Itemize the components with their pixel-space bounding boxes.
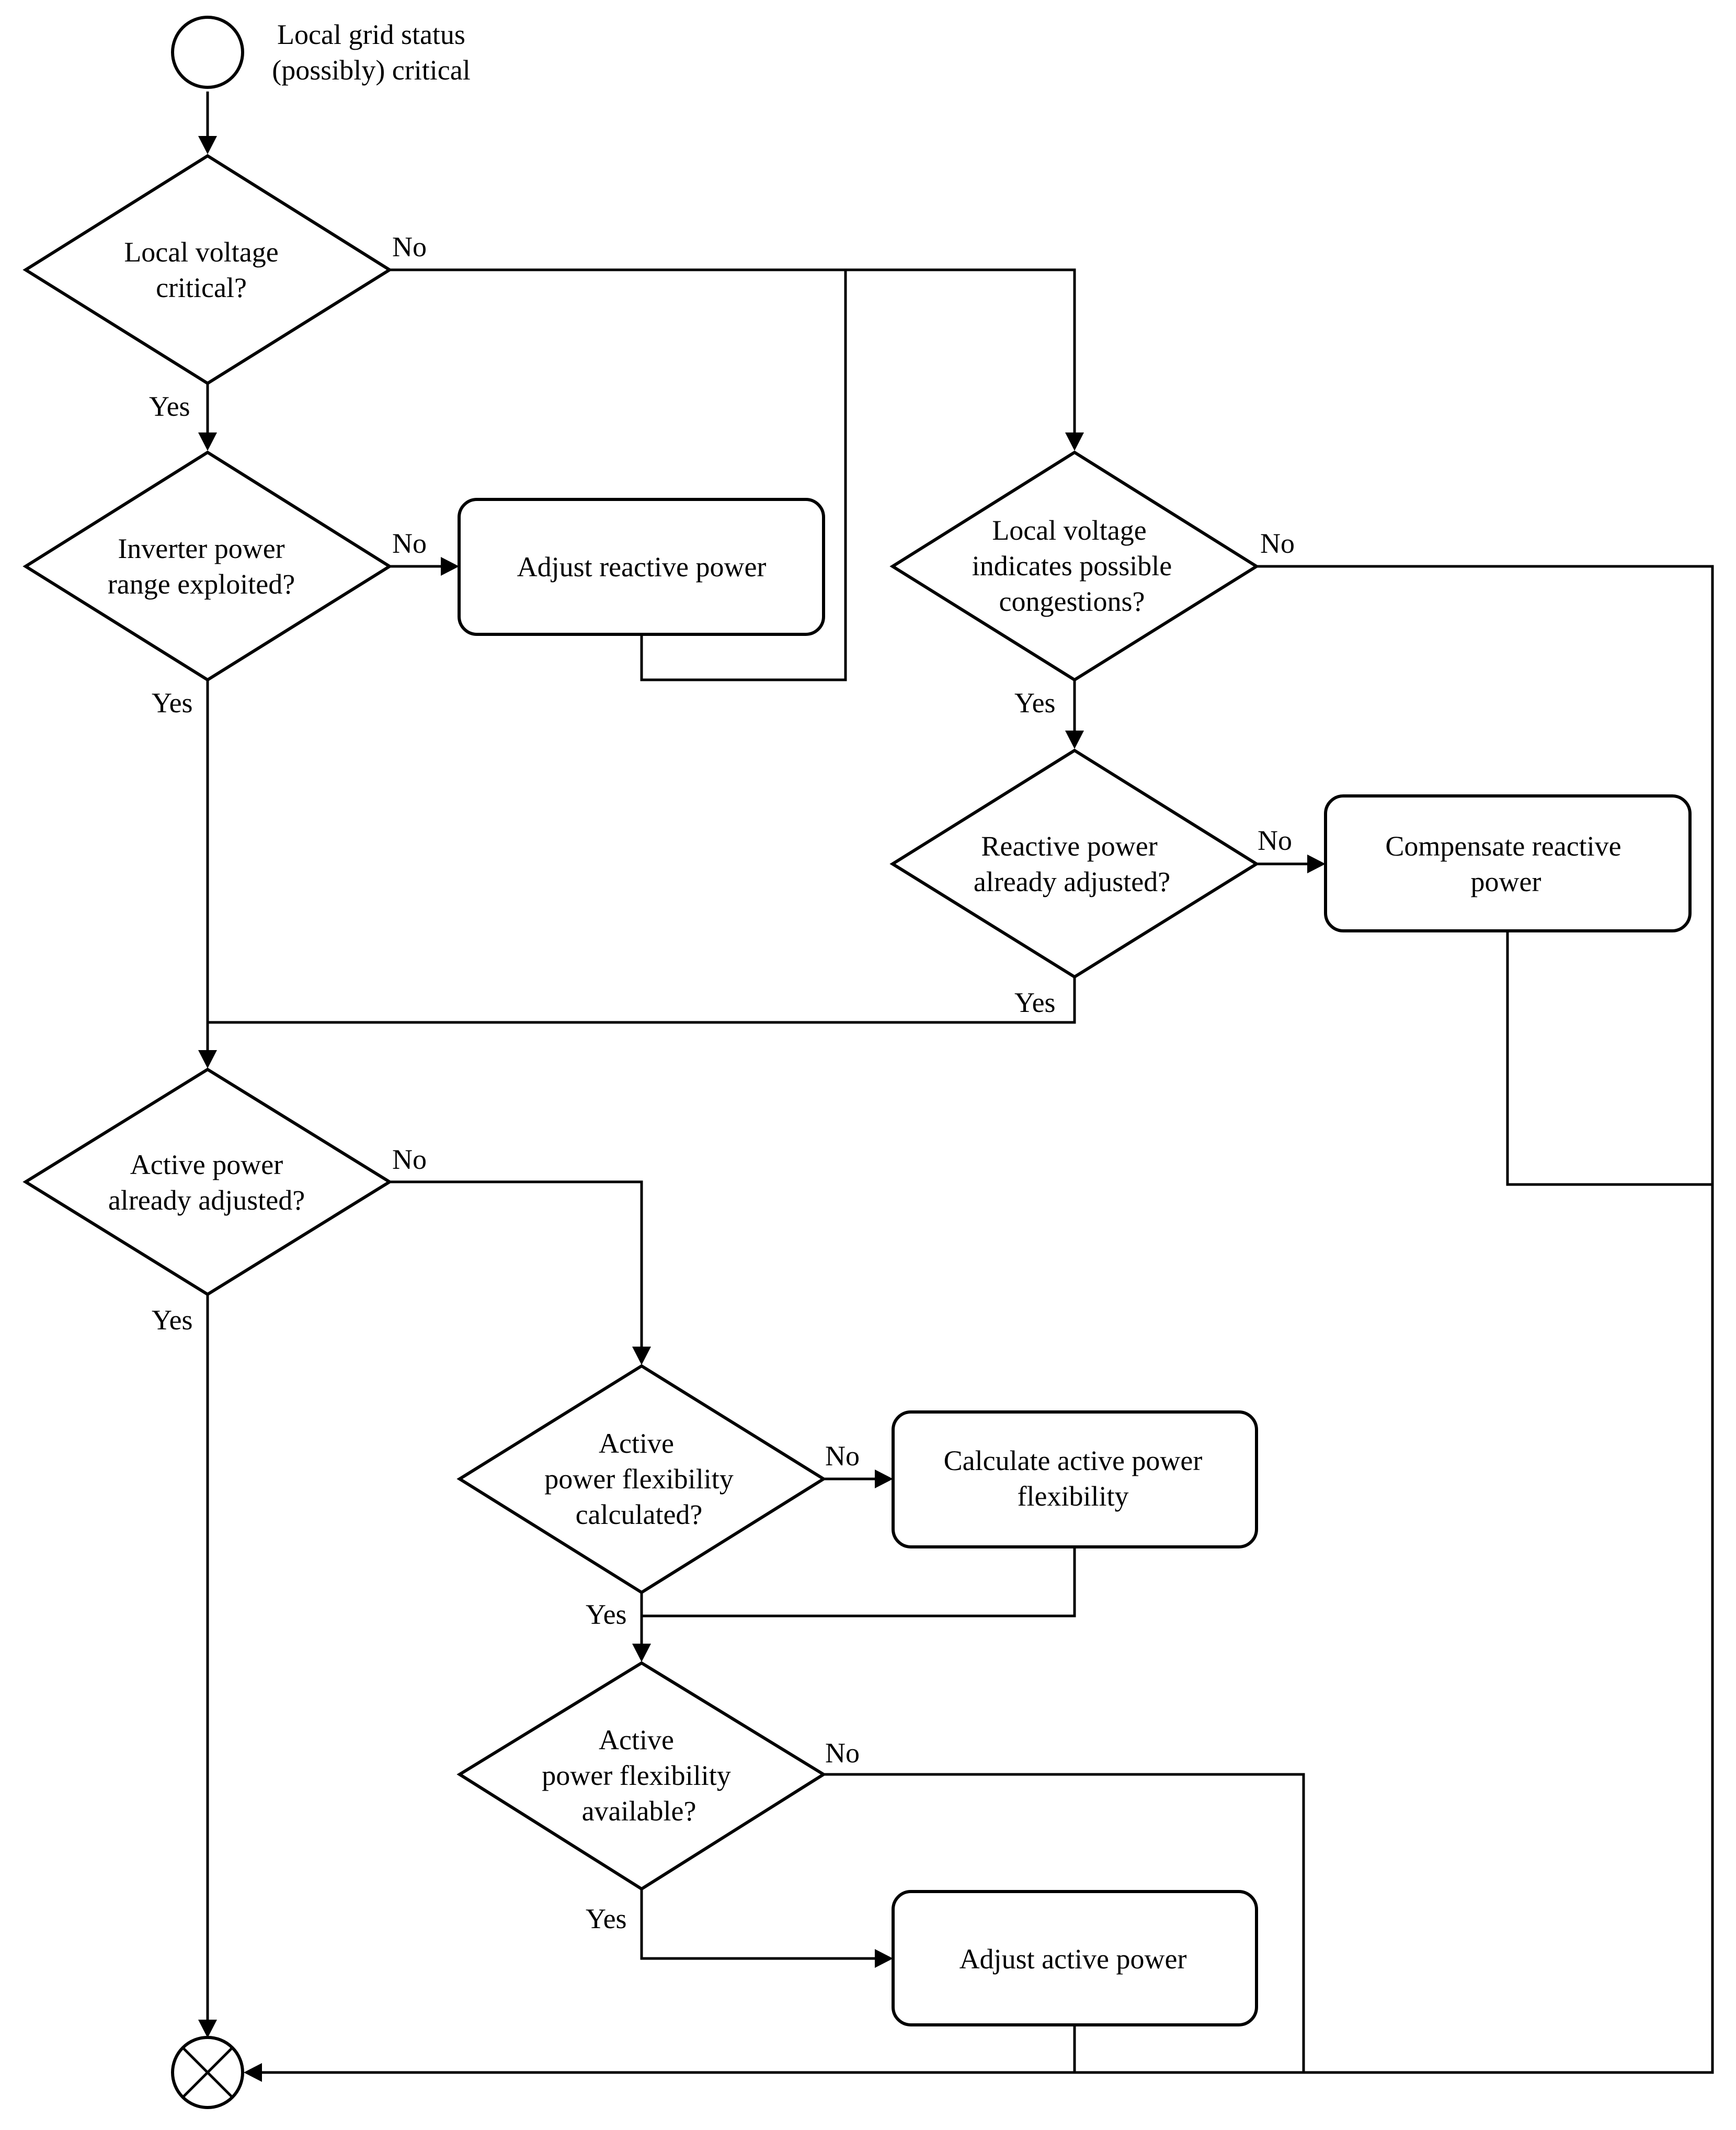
end-node bbox=[171, 2036, 244, 2109]
decision-text: Active bbox=[599, 1724, 674, 1756]
edge-label-d2-no: No bbox=[392, 528, 427, 559]
decision-text: congestions? bbox=[999, 586, 1145, 617]
decision-text: Local voltage bbox=[992, 515, 1146, 546]
arrowhead-into-p1 bbox=[441, 557, 459, 576]
process-text: Calculate active power bbox=[944, 1445, 1203, 1476]
decision-text: power flexibility bbox=[542, 1760, 730, 1791]
edge-d5-no-to-d6 bbox=[390, 1180, 643, 1349]
decision-text: Local voltage bbox=[124, 236, 278, 268]
decision-text: calculated? bbox=[576, 1499, 703, 1530]
start-node: Local grid status (possibly) critical bbox=[171, 16, 471, 89]
arrowhead-into-d1 bbox=[198, 136, 217, 154]
process-text: flexibility bbox=[1018, 1480, 1129, 1512]
process-box bbox=[1324, 794, 1692, 932]
edge-label-d2-yes: Yes bbox=[152, 687, 193, 719]
edge-d1-no-to-d3 bbox=[390, 268, 1076, 436]
decision-text: available? bbox=[582, 1795, 696, 1827]
decision-diamond bbox=[456, 1661, 827, 1891]
arrowhead-into-d6 bbox=[632, 1347, 651, 1365]
decision-diamond bbox=[889, 748, 1260, 979]
decision-diamond bbox=[22, 154, 393, 385]
decision-text: Inverter power bbox=[118, 533, 284, 564]
decision-d3: Local voltage indicates possible congest… bbox=[889, 450, 1260, 682]
edge-d7-no-to-end-line bbox=[824, 1773, 1305, 2072]
edge-label-d5-yes: Yes bbox=[152, 1304, 193, 1336]
decision-text: Reactive power bbox=[981, 830, 1157, 862]
edge-p3-to-join bbox=[642, 1547, 1076, 1618]
edge-label-d6-no: No bbox=[825, 1440, 860, 1472]
arrowhead-into-d4 bbox=[1065, 731, 1084, 749]
decision-d6: Active power flexibility calculated? bbox=[456, 1364, 827, 1594]
process-p4: Adjust active power bbox=[892, 1890, 1258, 2026]
edge-labels: No Yes No Yes No Yes No Yes No Yes No Ye… bbox=[149, 231, 1295, 1934]
decision-text: critical? bbox=[156, 272, 247, 303]
edge-label-d3-no: No bbox=[1260, 528, 1295, 559]
arrowhead-into-p2 bbox=[1307, 855, 1326, 873]
arrowhead-into-p4 bbox=[875, 1949, 893, 1968]
process-text: Adjust active power bbox=[960, 1943, 1187, 1975]
edge-label-d5-no: No bbox=[392, 1144, 427, 1175]
edge-d7-yes-to-p4 bbox=[640, 1889, 876, 1960]
process-text: power bbox=[1471, 866, 1541, 897]
process-box bbox=[892, 1410, 1258, 1548]
process-box bbox=[458, 498, 825, 636]
decision-text: already adjusted? bbox=[108, 1184, 305, 1216]
decision-text: indicates possible bbox=[972, 550, 1172, 582]
process-p1: Adjust reactive power bbox=[458, 498, 825, 636]
edge-label-d7-yes: Yes bbox=[586, 1903, 627, 1934]
process-text: Compensate reactive bbox=[1385, 830, 1621, 862]
process-box bbox=[892, 1890, 1258, 2026]
process-p3: Calculate active power flexibility bbox=[892, 1410, 1258, 1548]
decision-text: range exploited? bbox=[108, 568, 295, 600]
edge-label-d4-no: No bbox=[1258, 825, 1292, 856]
edge-d4-yes-to-d5 bbox=[208, 977, 1076, 1024]
process-text: Adjust reactive power bbox=[517, 551, 767, 583]
arrowhead-into-d3 bbox=[1065, 432, 1084, 451]
arrowhead-into-end-top bbox=[198, 2020, 217, 2038]
end-cross-line bbox=[182, 2047, 233, 2098]
start-label-line-1: Local grid status bbox=[277, 19, 465, 50]
edge-p1-to-d3-branch bbox=[640, 270, 847, 681]
decision-diamond bbox=[22, 1067, 393, 1296]
decision-diamond bbox=[22, 450, 393, 682]
decision-diamond bbox=[889, 450, 1260, 682]
edge-label-d1-no: No bbox=[392, 231, 427, 263]
decision-d7: Active power flexibility available? bbox=[456, 1661, 827, 1891]
arrowhead-into-end-right bbox=[244, 2063, 262, 2082]
arrowhead-into-p3 bbox=[875, 1470, 893, 1488]
edge-d3-no-to-end bbox=[250, 565, 1714, 2074]
edge-label-d7-no: No bbox=[825, 1737, 860, 1769]
decision-d4: Reactive power already adjusted? bbox=[889, 748, 1260, 979]
decision-d5: Active power already adjusted? bbox=[22, 1067, 393, 1296]
decision-text: Active bbox=[599, 1428, 674, 1459]
edges bbox=[206, 92, 1714, 2074]
decision-text: Active power bbox=[130, 1149, 283, 1180]
decision-text: power flexibility bbox=[544, 1463, 733, 1495]
edge-p2-to-end-line bbox=[1506, 931, 1712, 1186]
decision-diamond bbox=[456, 1364, 827, 1594]
start-circle bbox=[171, 16, 244, 89]
edge-label-d6-yes: Yes bbox=[586, 1599, 627, 1630]
arrowhead-into-d2 bbox=[198, 432, 217, 451]
arrowhead-into-d7 bbox=[632, 1644, 651, 1662]
start-label-line-2: (possibly) critical bbox=[272, 54, 470, 86]
decision-d2: Inverter power range exploited? bbox=[22, 450, 393, 682]
edge-label-d1-yes: Yes bbox=[149, 391, 190, 422]
arrowheads bbox=[198, 136, 1326, 2082]
process-p2: Compensate reactive power bbox=[1324, 794, 1692, 932]
edge-label-d3-yes: Yes bbox=[1014, 687, 1056, 719]
edge-label-d4-yes: Yes bbox=[1014, 987, 1056, 1018]
arrowhead-into-d5 bbox=[198, 1050, 217, 1068]
decision-d1: Local voltage critical? bbox=[22, 154, 393, 385]
decision-text: already adjusted? bbox=[974, 866, 1170, 897]
